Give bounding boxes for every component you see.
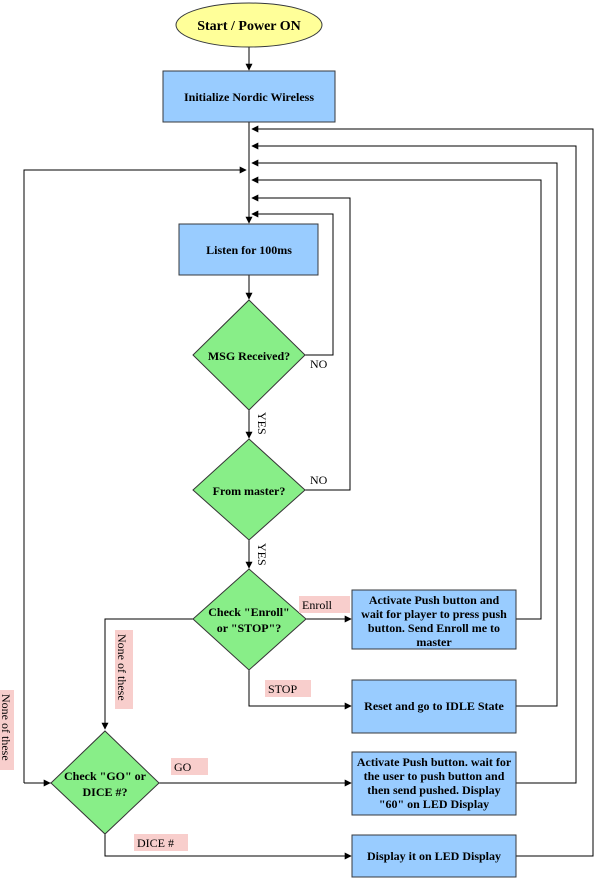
- enroll-label: Enroll: [302, 598, 333, 612]
- go-action-line-4: "60" on LED Display: [379, 797, 489, 811]
- reset-label: Reset and go to IDLE State: [364, 699, 504, 713]
- none-of-these-label-1: None of these: [115, 634, 129, 701]
- edge-none-enroll: [101, 618, 193, 730]
- stop-label: STOP: [268, 682, 297, 696]
- edge-none-go: [23, 166, 247, 783]
- display-label: Display it on LED Display: [367, 849, 501, 863]
- enroll-action-line-2: wait for player to press push: [361, 607, 507, 621]
- msg-received-label: MSG Received?: [208, 349, 290, 363]
- go-action-node: Activate Push button. wait for the user …: [351, 751, 517, 816]
- edge-dice-return: [251, 125, 594, 857]
- go-action-line-3: then send pushed. Display: [367, 783, 500, 797]
- go-action-line-1: Activate Push button. wait for: [357, 755, 512, 769]
- connectors: [23, 47, 594, 860]
- edge-stop-return: [251, 159, 558, 707]
- dice-label: DICE #: [137, 836, 174, 850]
- edge-master-no: [251, 194, 351, 491]
- edge-labels: NO NO YES YES Enroll STOP None of these …: [0, 357, 350, 851]
- reset-node: Reset and go to IDLE State: [351, 679, 517, 734]
- from-master-decision: From master?: [192, 438, 306, 541]
- enroll-action-node: Activate Push button and wait for player…: [351, 589, 517, 650]
- enroll-action-line-3: button. Send Enroll me to: [368, 621, 500, 635]
- init-node: Initialize Nordic Wireless: [162, 70, 336, 123]
- display-node: Display it on LED Display: [351, 834, 517, 878]
- check-go-decision: Check "GO" or DICE #?: [50, 730, 160, 835]
- check-enroll-decision: Check "Enroll" or "STOP"?: [192, 568, 307, 671]
- go-label: GO: [174, 760, 192, 774]
- edge-stop: [248, 670, 352, 710]
- check-enroll-label-1: Check "Enroll": [208, 605, 289, 619]
- none-of-these-label-2: None of these: [0, 694, 13, 761]
- go-action-line-2: the user to push button and: [364, 769, 505, 783]
- from-master-label: From master?: [213, 484, 286, 498]
- yes-label-2: YES: [255, 543, 269, 566]
- check-go-label-2: DICE #?: [82, 785, 127, 799]
- init-label: Initialize Nordic Wireless: [184, 90, 314, 104]
- start-node: Start / Power ON: [175, 2, 323, 48]
- edge-dice: [104, 834, 352, 860]
- listen-label: Listen for 100ms: [206, 243, 292, 257]
- yes-label-1: YES: [255, 412, 269, 435]
- check-enroll-label-2: or "STOP"?: [217, 621, 282, 635]
- no-label-2: NO: [310, 473, 328, 487]
- no-label-1: NO: [310, 357, 328, 371]
- edge-go-return: [251, 142, 577, 784]
- check-go-label-1: Check "GO" or: [64, 769, 147, 783]
- msg-received-decision: MSG Received?: [192, 299, 306, 411]
- edge-enroll-return: [251, 176, 542, 620]
- edge-msg-no: [251, 210, 334, 356]
- enroll-action-line-4: master: [416, 635, 452, 649]
- listen-node: Listen for 100ms: [178, 223, 319, 276]
- enroll-action-line-1: Activate Push button and: [369, 593, 500, 607]
- start-label: Start / Power ON: [197, 19, 301, 34]
